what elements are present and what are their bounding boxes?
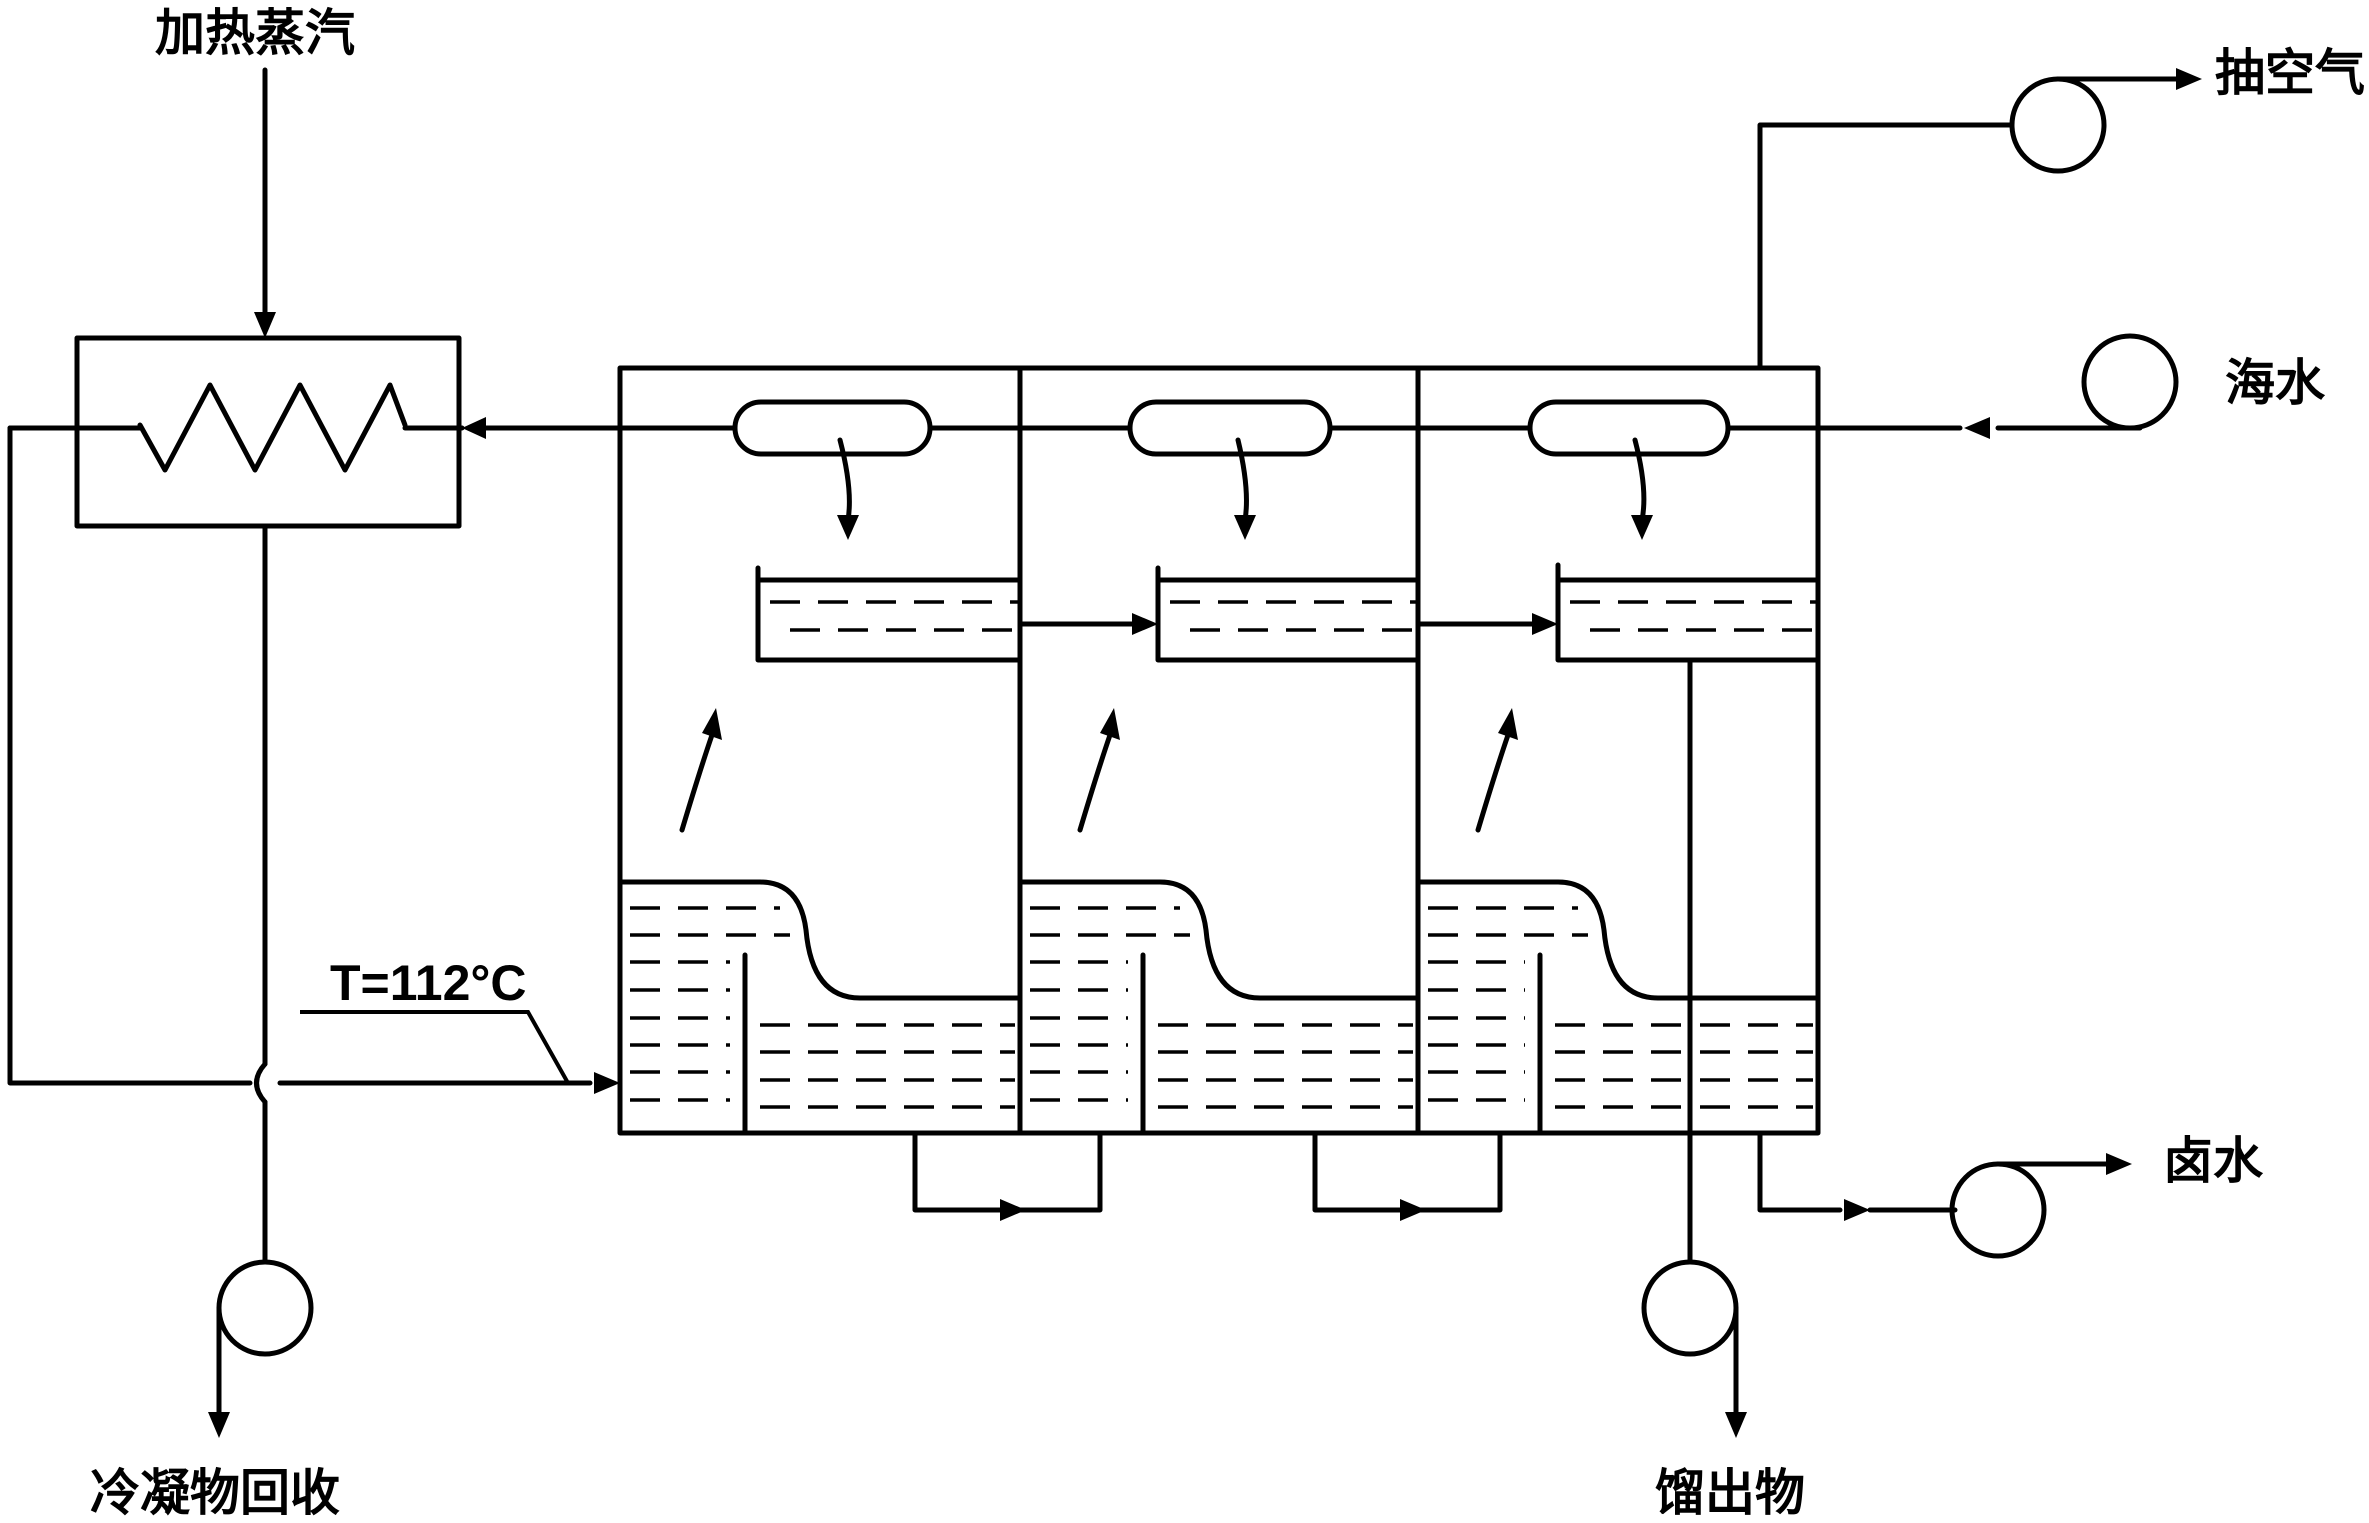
distillate-tray-1 [755, 565, 1023, 663]
brine-transfer-loops [912, 1130, 1503, 1221]
brine-pool-1 [617, 879, 1023, 1136]
evaporator-shell [617, 365, 1821, 1136]
condensate-line [254, 523, 268, 1265]
distillate-line [1641, 657, 1747, 1438]
label-distillate: 馏出物 [1655, 1464, 1805, 1522]
label-heating-steam: 加热蒸汽 [155, 4, 355, 62]
arrow-condensate-out [208, 1412, 230, 1438]
label-temperature: T=112°C [330, 955, 527, 1011]
label-brine: 卤水 [2163, 1132, 2264, 1190]
arrow-feed-effect1 [594, 1072, 620, 1094]
arrow-into-heater [462, 417, 486, 439]
left-loop-line [7, 425, 253, 1086]
label-seawater: 海水 [2225, 354, 2326, 412]
temperature-leader [300, 1010, 570, 1084]
brine-discharge-line [1757, 1130, 2132, 1259]
air-extraction-line [1757, 68, 2202, 371]
brine-heater [74, 335, 462, 529]
tube-bundle-2 [1127, 399, 1333, 457]
label-condensate-recovery: 冷凝物回收 [90, 1464, 340, 1522]
tube-bundle-1 [732, 399, 933, 457]
brine-pool-2 [1017, 879, 1421, 1136]
seawater-pump [2081, 333, 2179, 431]
tube-bundle-3 [1527, 399, 1731, 457]
arrow-seawater-in [1964, 417, 1990, 439]
distillate-tray-2 [1155, 565, 1421, 663]
steam-inlet-line [254, 67, 276, 338]
label-air-extraction: 抽空气 [2215, 44, 2365, 102]
distillate-tray-3 [1555, 562, 1821, 663]
spray-arrows [837, 437, 1653, 540]
vapor-arrows [679, 708, 1518, 833]
brine-pool-3 [1415, 879, 1821, 1136]
condensate-pump [216, 1259, 314, 1357]
tray-transfer-arrows [1017, 613, 1558, 635]
